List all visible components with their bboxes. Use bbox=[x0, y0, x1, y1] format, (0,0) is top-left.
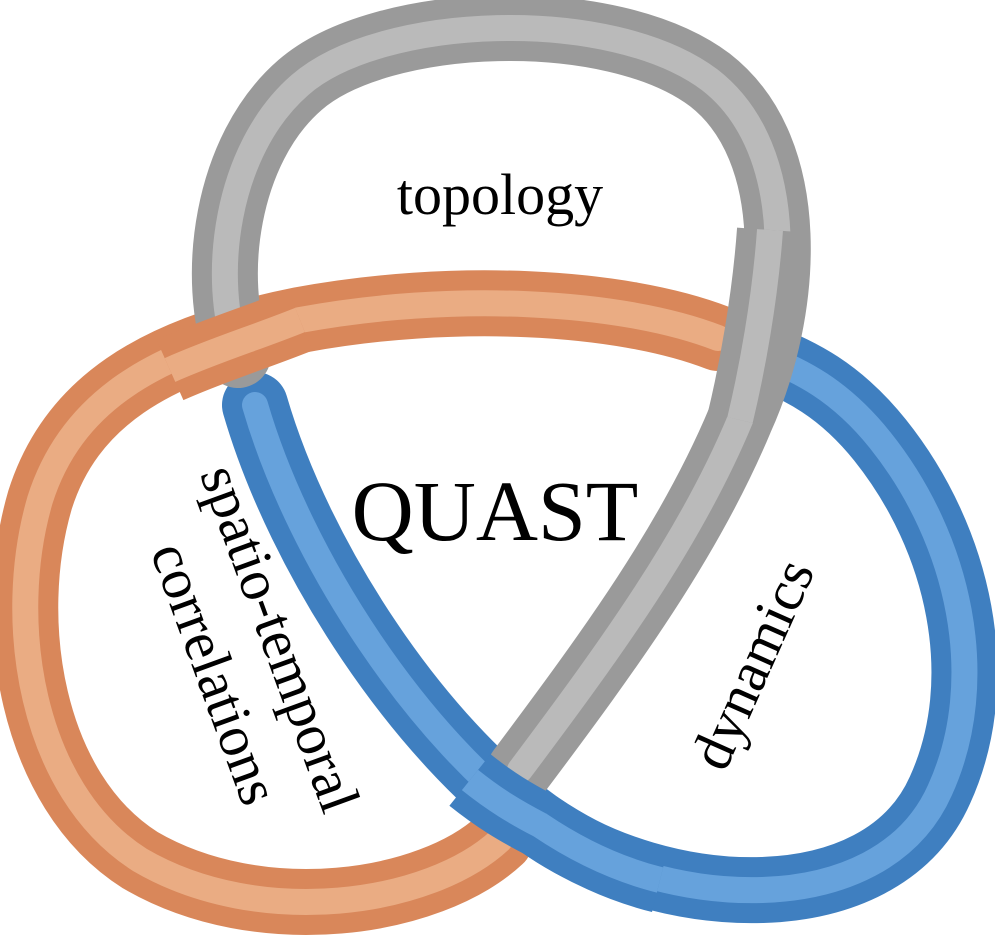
gray-over-orange-crossing-highlight bbox=[727, 229, 783, 424]
gray-ring-highlight bbox=[211, 15, 791, 783]
blue-ring-highlight bbox=[242, 342, 978, 904]
orange-ring-highlight bbox=[12, 290, 731, 915]
blue-over-orange-crossing-highlight bbox=[461, 769, 664, 893]
gray-ring bbox=[191, 0, 811, 803]
orange-over-gray-crossing-highlight bbox=[164, 307, 305, 382]
dynamics-label: dynamics bbox=[677, 549, 827, 779]
center-title: QUAST bbox=[352, 463, 639, 559]
blue-ring bbox=[222, 322, 995, 924]
topology-label: topology bbox=[397, 162, 603, 227]
knot-crossing-layer bbox=[156, 227, 803, 913]
orange-ring bbox=[0, 270, 751, 935]
